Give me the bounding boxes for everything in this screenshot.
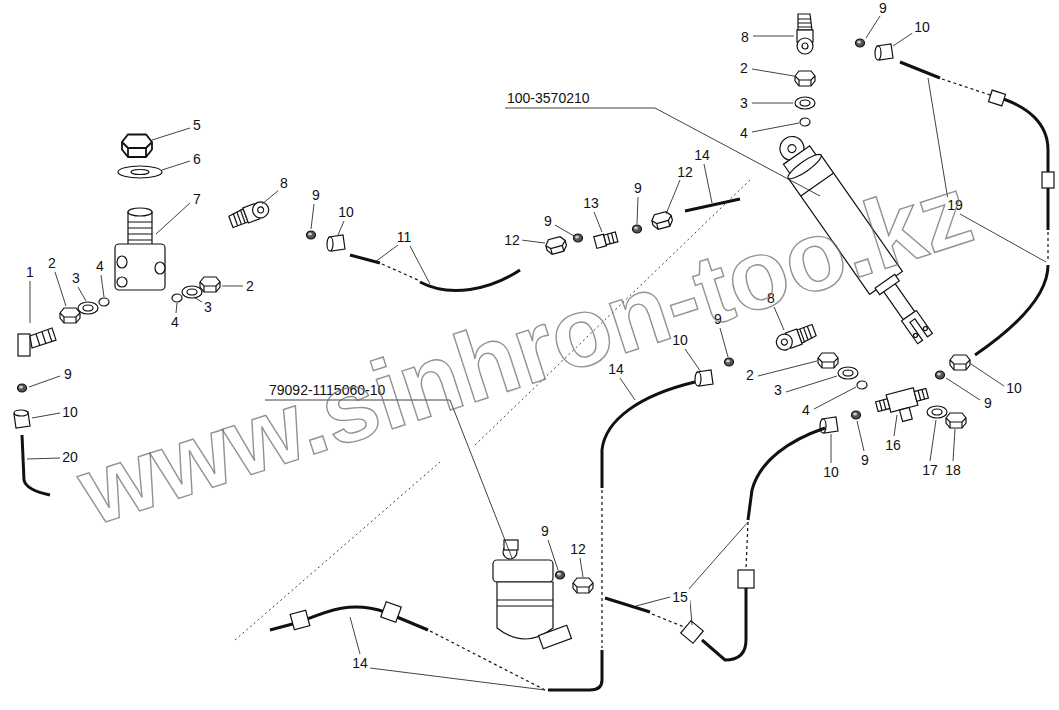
callout-number: 12	[502, 232, 522, 248]
callout-number: 16	[883, 437, 903, 453]
callout-number: 10	[1004, 380, 1024, 396]
callout-number: 2	[738, 60, 750, 76]
callout-number: 2	[46, 255, 58, 271]
callout-number: 2	[744, 367, 756, 383]
callout-number: 3	[70, 270, 82, 286]
callout-number: 17	[920, 462, 940, 478]
callout-number: 10	[60, 404, 80, 420]
callout-number: 4	[169, 314, 181, 330]
callout-number: 12	[568, 541, 588, 557]
callout-number: 8	[739, 29, 751, 45]
callout-number: 14	[692, 147, 712, 163]
callout-number: 8	[278, 175, 290, 191]
callout-number: 12	[675, 164, 695, 180]
callout-number: 7	[191, 191, 203, 207]
callout-number: 9	[62, 366, 74, 382]
callout-number: 9	[877, 0, 889, 16]
callout-number: 13	[581, 195, 601, 211]
callout-number: 10	[336, 204, 356, 220]
callout-number: 10	[912, 19, 932, 35]
callout-number: 2	[244, 278, 256, 294]
callout-number: 3	[772, 382, 784, 398]
callout-number: 9	[539, 523, 551, 539]
callout-number: 11	[395, 229, 414, 245]
callout-number: 9	[310, 187, 322, 203]
callout-number: 3	[202, 299, 214, 315]
callout-number: 4	[800, 402, 812, 418]
callout-number: 3	[738, 95, 750, 111]
callout-number: 9	[632, 180, 644, 196]
callout-number: 4	[738, 125, 750, 141]
callout-number: 9	[859, 452, 871, 468]
parts	[14, 14, 1054, 690]
callout-number: 5	[191, 117, 203, 133]
callout-number: 9	[982, 395, 994, 411]
part-number: 100-3570210	[505, 90, 592, 106]
callout-number: 9	[542, 213, 554, 229]
callout-number: 4	[94, 258, 106, 274]
callout-number: 6	[191, 151, 203, 167]
watermark: www.sinhron-too.kz	[68, 160, 983, 541]
callout-number: 18	[943, 462, 963, 478]
callout-number: 1	[24, 264, 36, 280]
leader-lines	[27, 16, 1046, 690]
callout-number: 14	[350, 655, 370, 671]
callout-number: 15	[670, 589, 690, 605]
callout-number: 10	[821, 464, 841, 480]
